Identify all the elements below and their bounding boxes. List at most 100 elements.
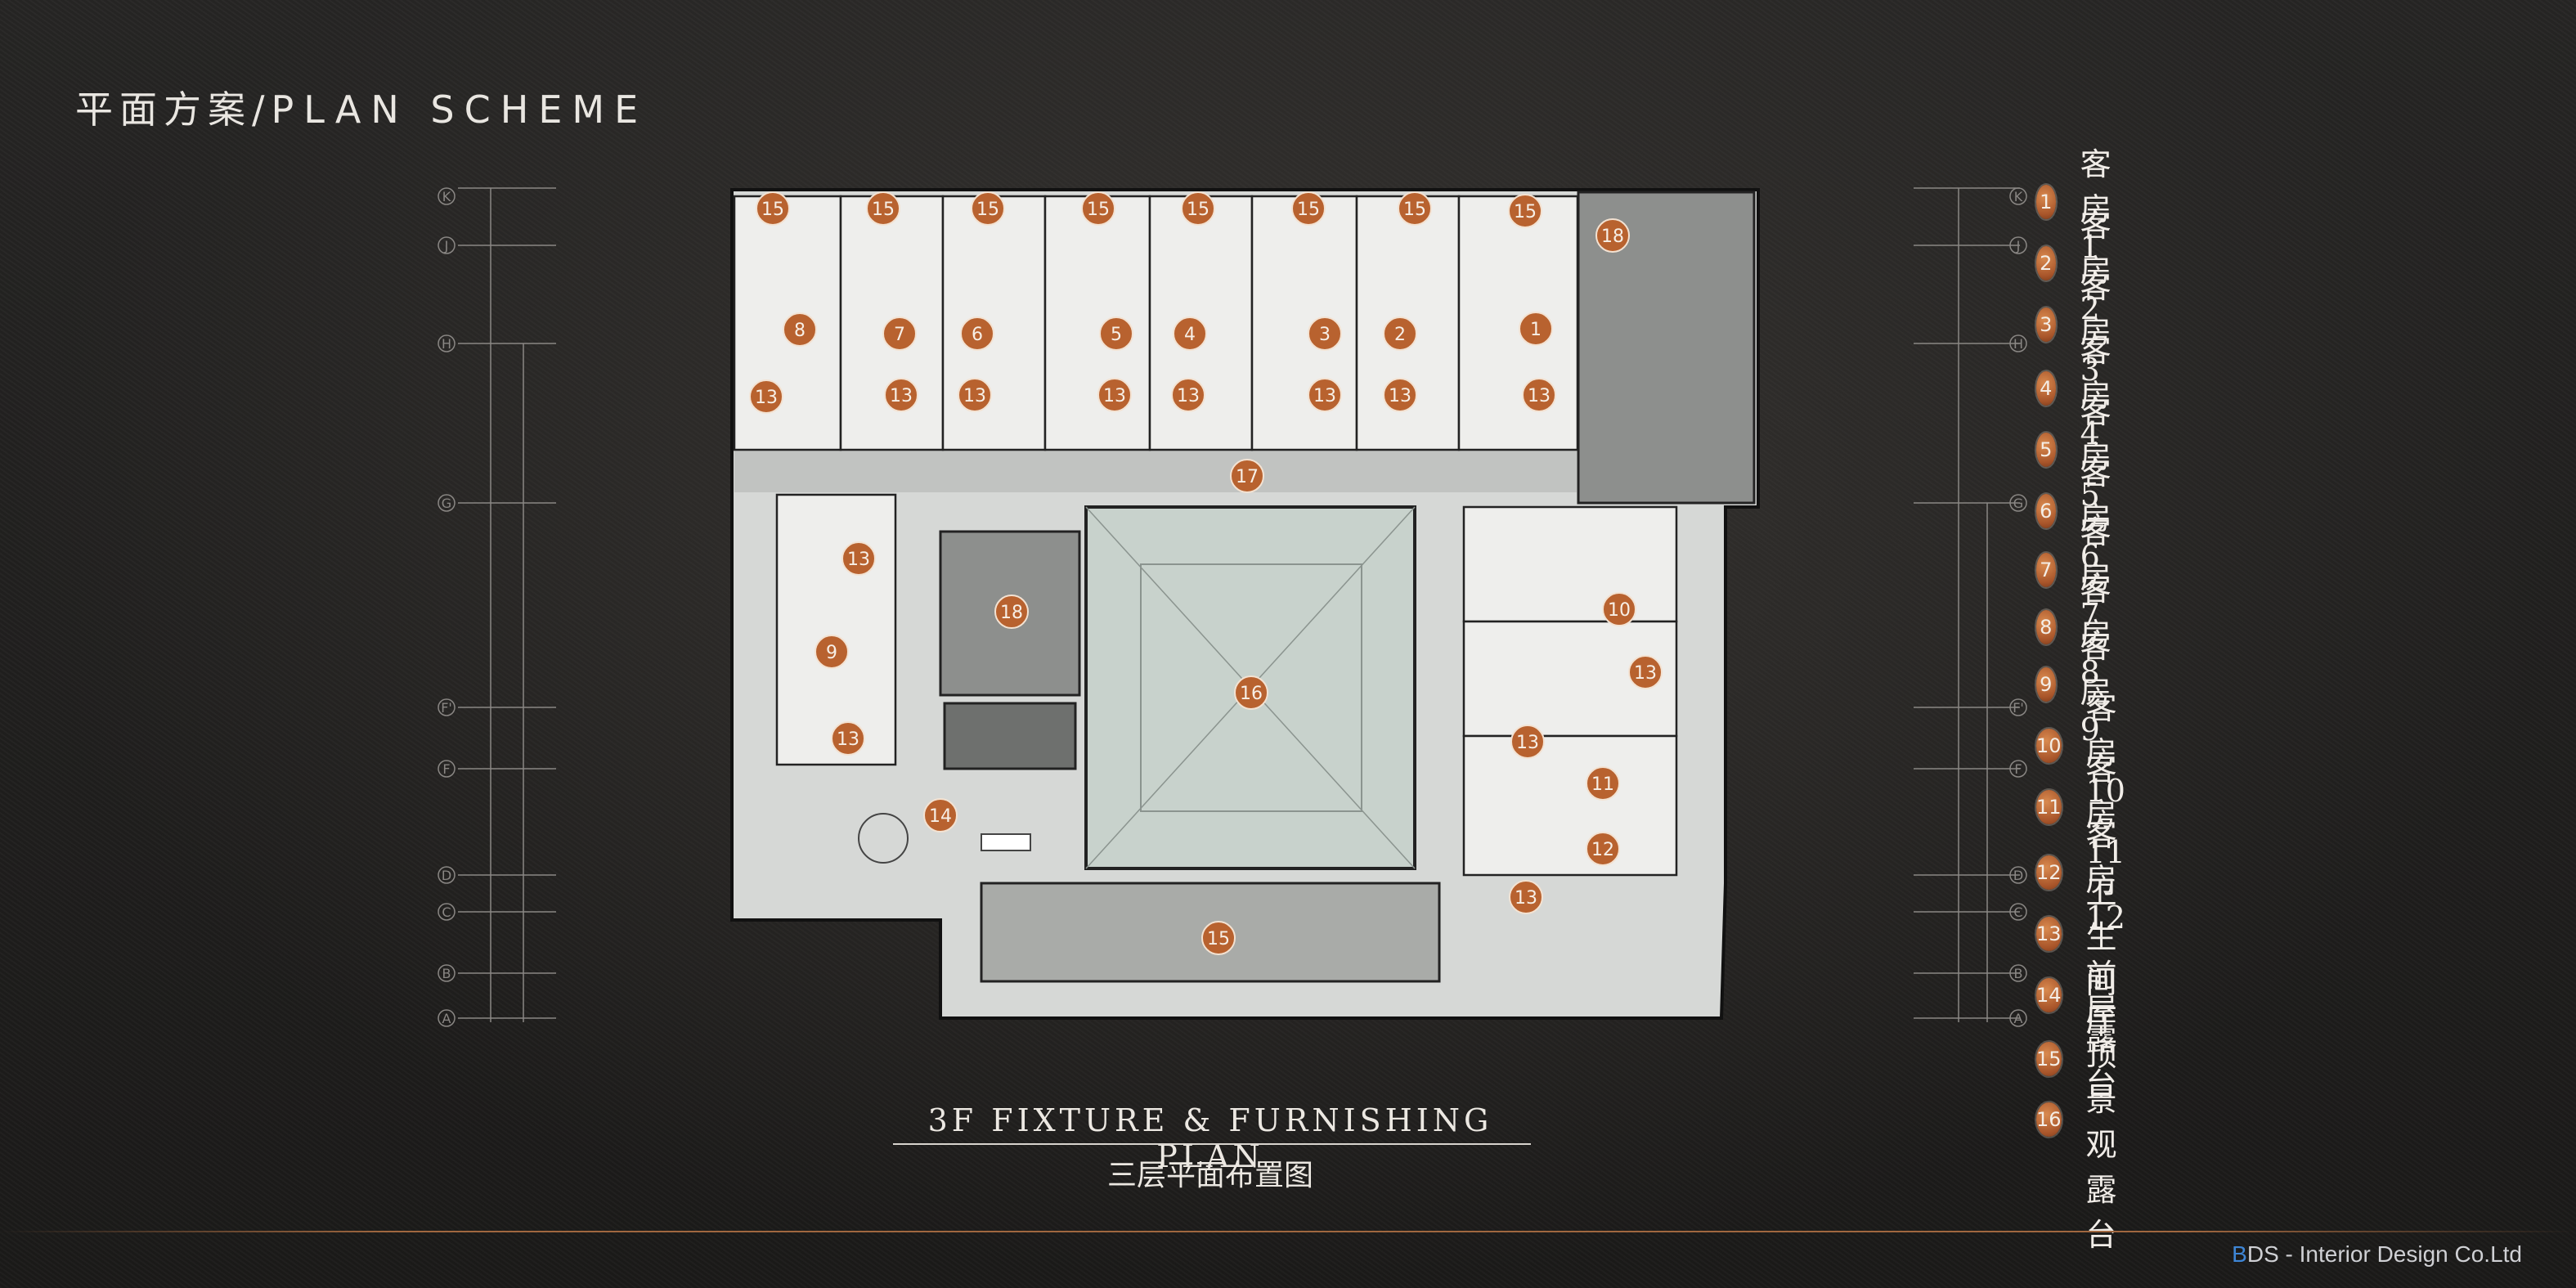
legend-item: 12 客房12	[2036, 817, 2134, 936]
plan-badge-15: 15	[1291, 191, 1326, 226]
svg-text:15: 15	[1514, 202, 1537, 222]
svg-text:14: 14	[929, 806, 952, 827]
legend-label: 屋顶景观露台	[2085, 992, 2117, 1253]
legend-badge: 15	[2036, 1042, 2062, 1076]
legend-label: 露台	[2085, 1021, 2117, 1102]
legend-badge: 1	[2036, 185, 2056, 219]
plan-badge-1: 1	[1519, 312, 1553, 346]
plan-badge-13: 13	[749, 379, 783, 414]
svg-text:15: 15	[1207, 929, 1230, 949]
svg-text:13: 13	[1634, 663, 1657, 684]
svg-text:2: 2	[1394, 325, 1406, 345]
legend-label: 客房11	[2085, 752, 2125, 870]
title-en: PLAN SCHEME	[271, 88, 648, 132]
legend-label: 客房5	[2080, 394, 2112, 513]
right-dimension-lines	[1914, 187, 2020, 1022]
plan-badge-15: 15	[1181, 191, 1215, 226]
plan-caption-zh: 三层平面布置图	[1106, 1159, 1313, 1192]
svg-text:18: 18	[1601, 227, 1624, 247]
footer-divider	[0, 1231, 2576, 1232]
legend-badge: 13	[2036, 917, 2062, 951]
svg-text:16: 16	[1240, 684, 1263, 704]
legend-label: 客房1	[2080, 146, 2112, 265]
plan-badge-13: 13	[1628, 655, 1663, 689]
svg-text:13: 13	[1515, 888, 1537, 909]
svg-text:13: 13	[963, 386, 986, 406]
plan-badge-13: 13	[1522, 378, 1556, 412]
svg-text:15: 15	[872, 200, 895, 220]
footer-brand: BDS - Interior Design Co.Ltd	[2232, 1241, 2522, 1268]
svg-text:15: 15	[976, 200, 999, 220]
legend-badge: 16	[2036, 1102, 2062, 1137]
elevator-core	[943, 702, 1077, 770]
legend-label: 客房9	[2080, 629, 2112, 747]
plan-badge-15: 15	[756, 191, 790, 226]
plan-badge-13: 13	[831, 721, 865, 756]
svg-text:9: 9	[826, 643, 837, 663]
plan-badge-15: 15	[971, 191, 1005, 226]
plan-caption-en: 3F FIXTURE & FURNISHING PLAN	[927, 1102, 1493, 1174]
svg-text:4: 4	[1184, 325, 1196, 345]
plan-badge-7: 7	[882, 316, 917, 351]
svg-text:18: 18	[1000, 603, 1023, 623]
plan-badge-8: 8	[783, 312, 817, 347]
brand-text: DS - Interior Design Co.Ltd	[2246, 1241, 2522, 1267]
legend-label: 前厅	[2085, 958, 2117, 1039]
legend-label: 客房7	[2080, 514, 2112, 633]
plan-badge-13: 13	[1510, 725, 1545, 759]
svg-text:13: 13	[1528, 386, 1551, 406]
legend-label: 客房4	[2080, 333, 2112, 451]
svg-text:13: 13	[1389, 386, 1411, 406]
svg-text:15: 15	[1403, 200, 1426, 220]
plan-badge-17: 17	[1230, 459, 1264, 493]
plan-badge-11: 11	[1586, 766, 1620, 801]
legend-badge: 12	[2036, 855, 2062, 890]
plan-badge-15: 15	[866, 191, 900, 226]
svg-text:17: 17	[1236, 467, 1259, 487]
svg-text:1: 1	[1530, 320, 1542, 340]
svg-text:3: 3	[1319, 325, 1331, 345]
legend-label: 卫生间	[2085, 873, 2117, 1000]
page-title: 平面方案/PLAN SCHEME	[75, 80, 648, 134]
left-dimension-lines	[458, 187, 556, 1022]
guest-room-row	[733, 195, 1579, 451]
plan-badge-10: 10	[1602, 592, 1636, 626]
plan-badge-4: 4	[1173, 316, 1207, 351]
svg-text:13: 13	[1516, 733, 1539, 753]
svg-text:13: 13	[890, 386, 913, 406]
svg-text:13: 13	[1103, 386, 1126, 406]
legend-badge: 10	[2036, 729, 2062, 763]
plan-badge-15: 15	[1508, 194, 1542, 228]
svg-text:12: 12	[1591, 840, 1614, 860]
svg-text:15: 15	[1187, 200, 1209, 220]
legend-badge: 6	[2036, 494, 2056, 528]
legend-badge: 11	[2036, 790, 2062, 824]
svg-text:13: 13	[837, 729, 859, 750]
plan-badge-13: 13	[1308, 378, 1342, 412]
legend-label: 客房3	[2080, 269, 2112, 388]
plan-badge-15: 15	[1398, 191, 1432, 226]
legend-label: 客房6	[2080, 456, 2112, 574]
svg-text:15: 15	[1297, 200, 1320, 220]
svg-text:8: 8	[794, 321, 806, 341]
legend-label: 客房12	[2085, 817, 2125, 936]
svg-text:11: 11	[1591, 774, 1614, 795]
svg-text:5: 5	[1111, 325, 1122, 345]
plan-badge-13: 13	[1171, 378, 1205, 412]
legend-item: 1 客房1	[2036, 146, 2126, 265]
plan-badge-18: 18	[994, 595, 1029, 629]
svg-text:13: 13	[755, 388, 778, 408]
legend-item: 6 客房6	[2036, 456, 2126, 574]
plan-badge-13: 13	[884, 378, 918, 412]
svg-text:10: 10	[1608, 600, 1631, 621]
svg-text:7: 7	[894, 325, 905, 345]
title-separator: /	[252, 88, 272, 132]
